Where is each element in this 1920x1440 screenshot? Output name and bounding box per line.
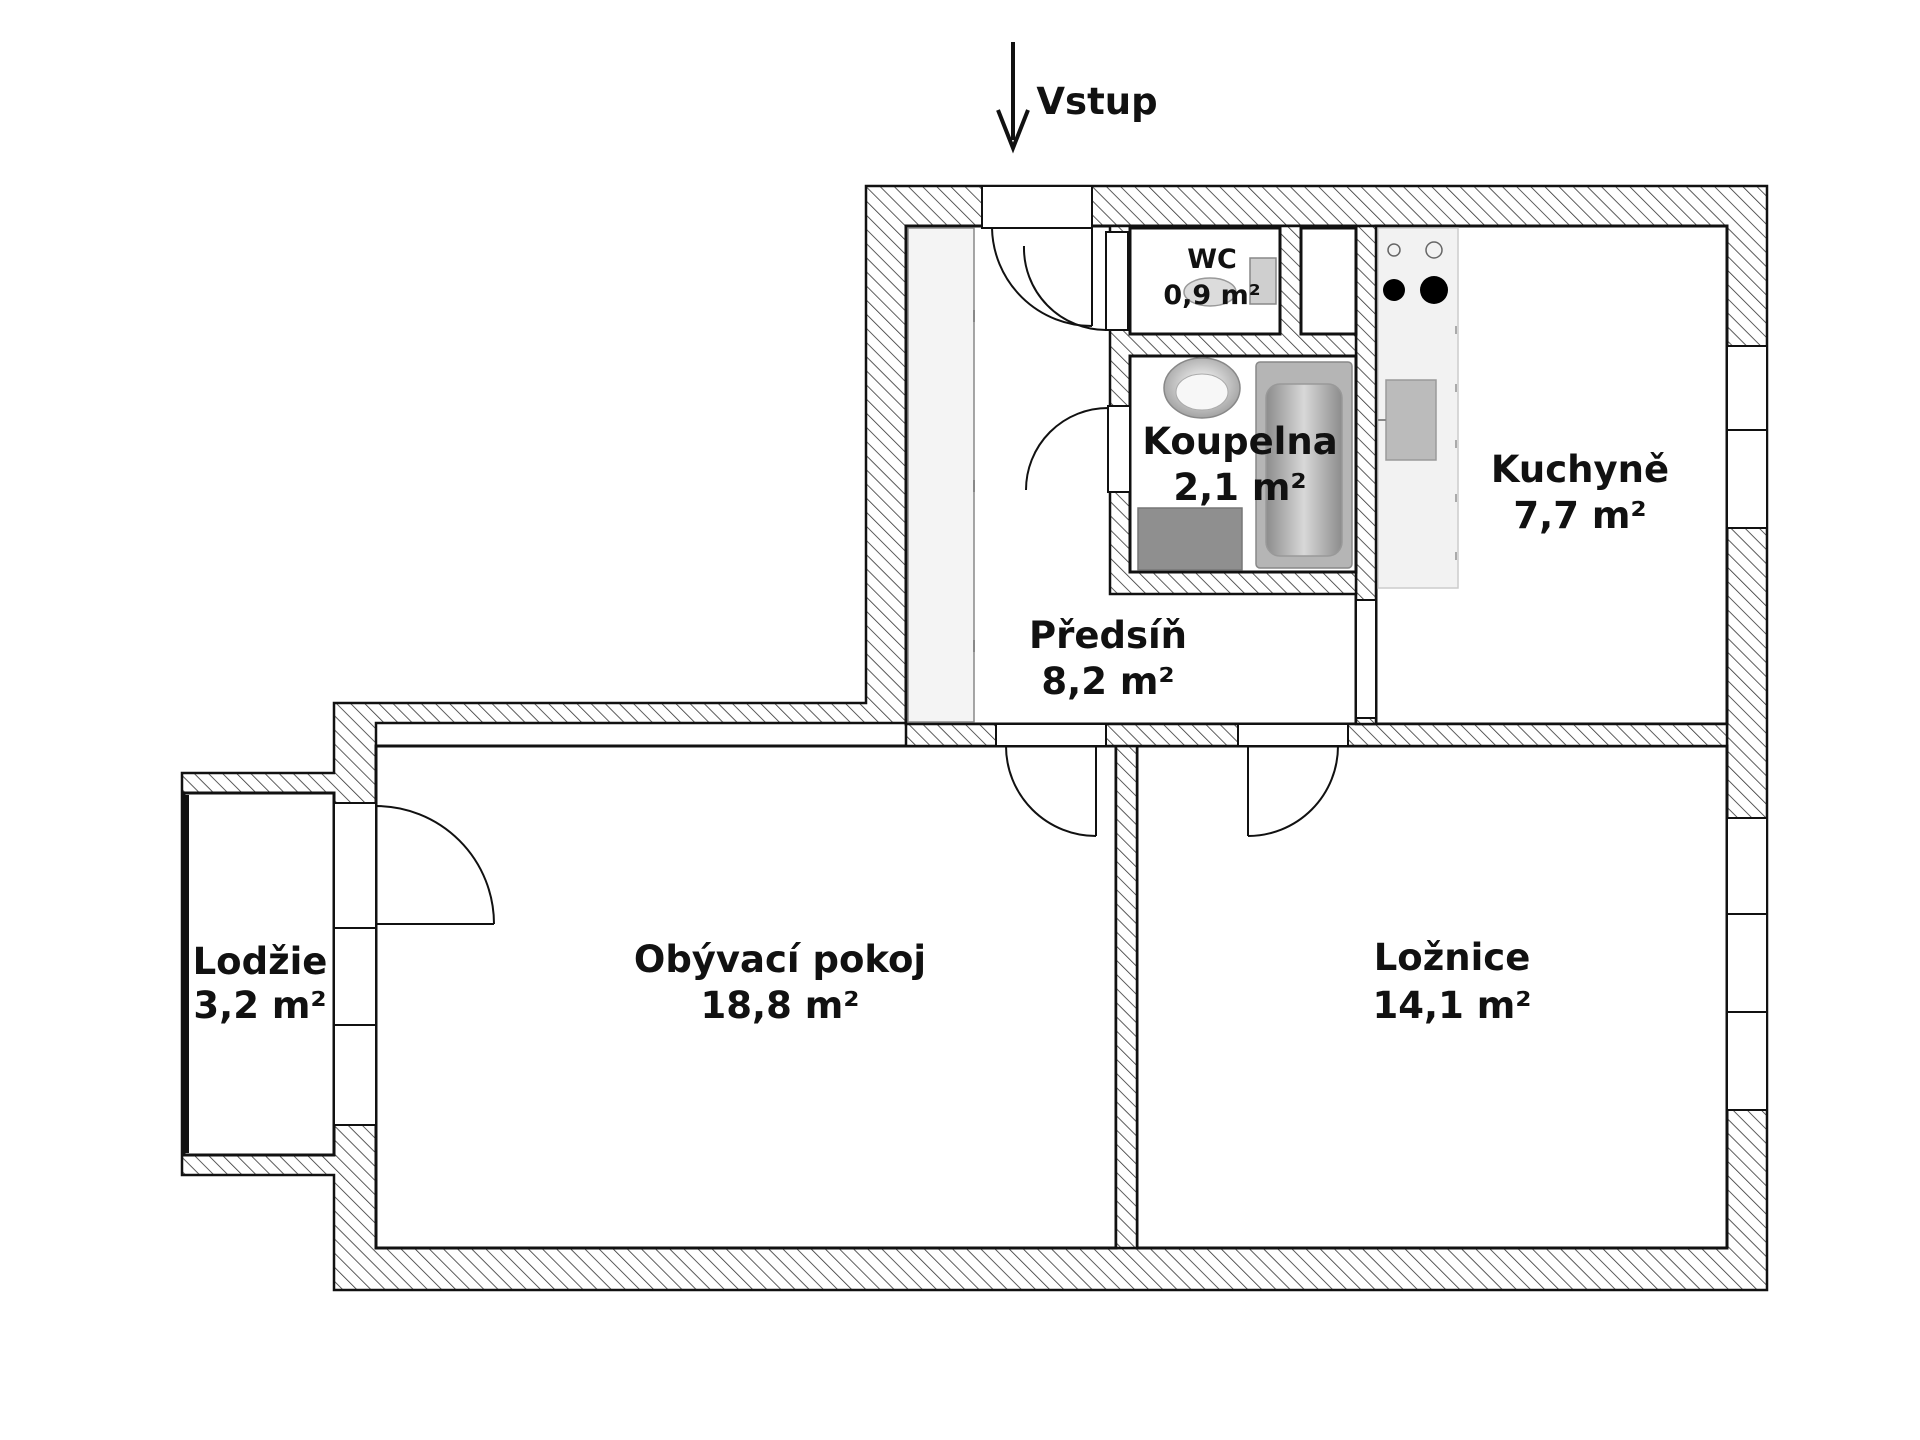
living-room <box>374 744 1118 1250</box>
bath-area: 2,1 m² <box>1173 466 1306 509</box>
entrance-label: Vstup <box>1036 80 1157 123</box>
wc-area: 0,9 m² <box>1163 280 1260 311</box>
bath-door-swing <box>1025 405 1131 493</box>
window-kitchen <box>1726 345 1768 529</box>
hall-name: Předsíň <box>1029 614 1187 657</box>
entrance-door-swing <box>991 227 1093 327</box>
washbasin-icon <box>1163 357 1241 419</box>
living-door-swing <box>995 723 1107 837</box>
wc-name: WC <box>1187 244 1237 275</box>
bath-name: Koupelna <box>1142 420 1337 463</box>
loggia-area: 3,2 m² <box>193 984 326 1027</box>
loggia-name: Lodžie <box>193 940 328 983</box>
kitchen-sink-icon <box>1385 379 1437 461</box>
loggia-floor <box>182 791 336 1157</box>
kitchen-name: Kuchyně <box>1491 448 1669 491</box>
kitchen-area: 7,7 m² <box>1513 494 1646 537</box>
bedroom-door-swing <box>1237 723 1349 837</box>
bathtub-icon <box>1255 361 1353 569</box>
living-name: Obývací pokoj <box>634 938 926 981</box>
entrance-arrow-icon <box>996 42 1030 154</box>
toilet-icon <box>1183 257 1277 307</box>
stove-icon <box>1383 241 1448 304</box>
bedroom-area: 14,1 m² <box>1373 984 1532 1027</box>
interior-wall-living-bedroom <box>1114 744 1139 1250</box>
wardrobe <box>907 227 975 723</box>
hall-area: 8,2 m² <box>1041 660 1174 703</box>
living-area: 18,8 m² <box>701 984 860 1027</box>
shaft <box>1299 226 1358 336</box>
washing-machine-icon <box>1137 507 1243 571</box>
bedroom-name: Ložnice <box>1374 936 1531 979</box>
bedroom <box>1135 744 1729 1250</box>
window-bedroom <box>1726 817 1768 1111</box>
window-loggia <box>333 802 377 1126</box>
wc-door-swing <box>1022 231 1129 331</box>
